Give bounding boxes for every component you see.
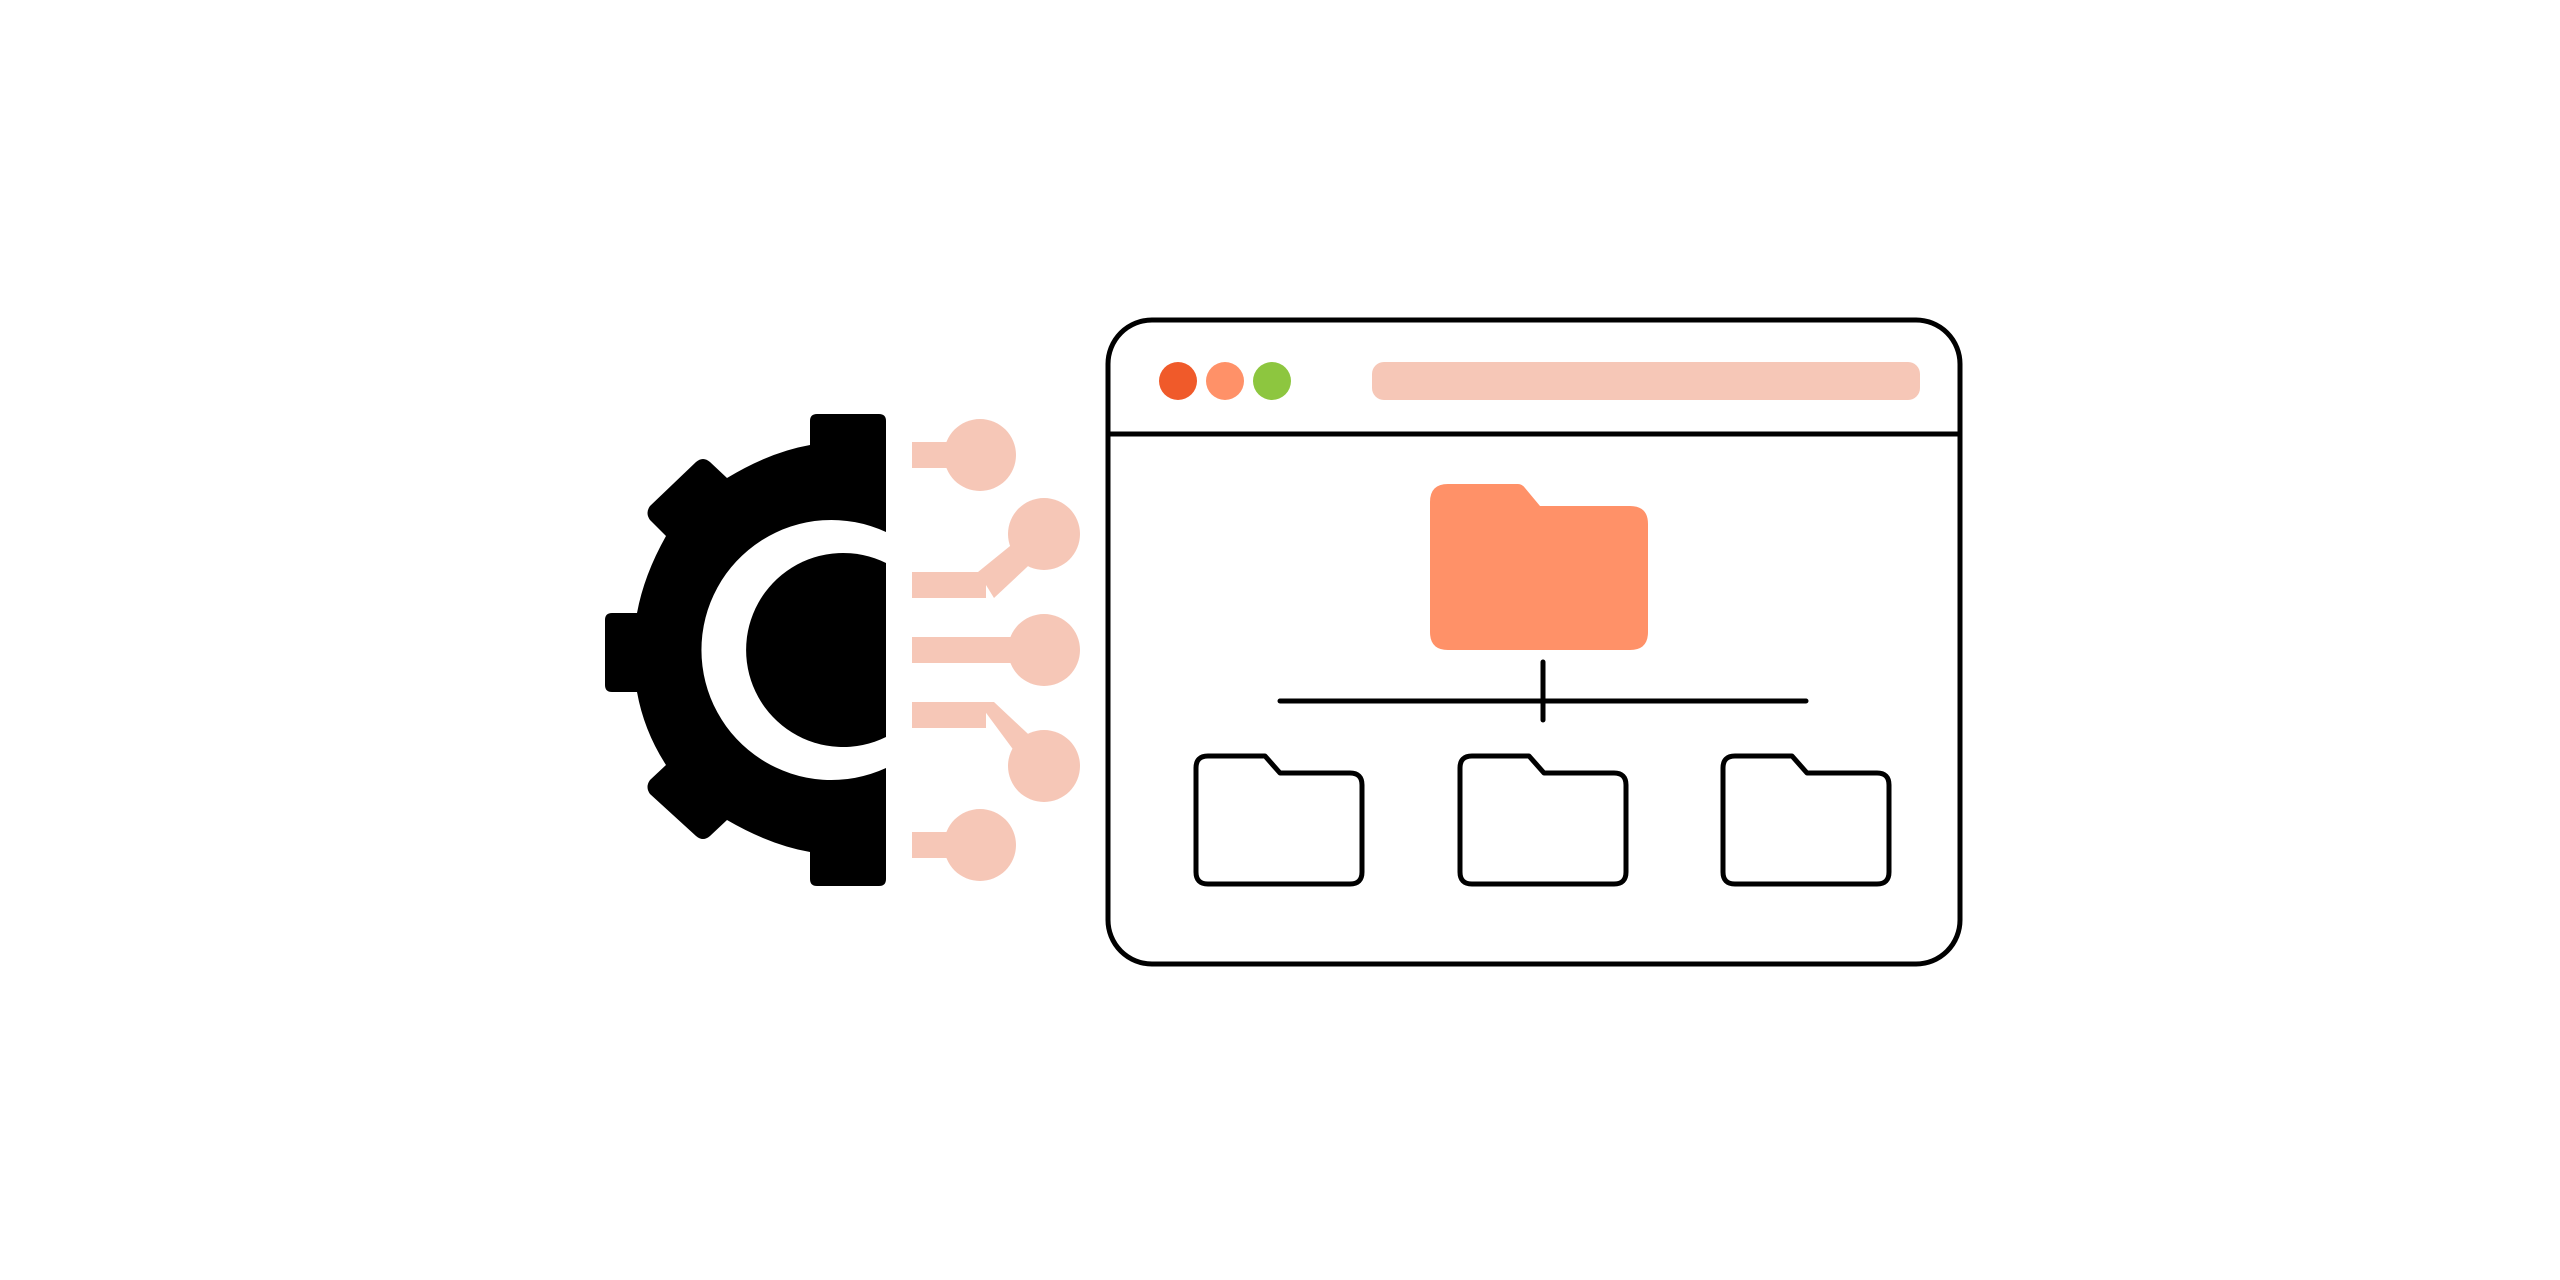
circuit-nodes-icon [912,419,1080,881]
browser-window-icon [1105,317,1963,967]
circuit-node [1008,498,1080,570]
minimize-dot [1206,362,1244,400]
close-dot [1159,362,1197,400]
circuit-node [944,809,1016,881]
circuit-node [944,419,1016,491]
folder-outline-icon [1457,753,1629,887]
child-folders [1193,753,1892,887]
tree-connector-icon [1277,659,1809,723]
circuit-trace [912,702,986,728]
circuit-node [1008,614,1080,686]
gear-icon [605,414,886,886]
address-bar [1372,362,1920,400]
circuit-trace [912,637,1024,663]
gear-hub [746,552,886,747]
gear-body [605,414,886,886]
folder-icon [1430,484,1648,650]
maximize-dot [1253,362,1291,400]
circuit-trace [912,572,986,598]
folder-outline-icon [1720,753,1892,887]
folder-outline-icon [1193,753,1365,887]
circuit-node [1008,730,1080,802]
